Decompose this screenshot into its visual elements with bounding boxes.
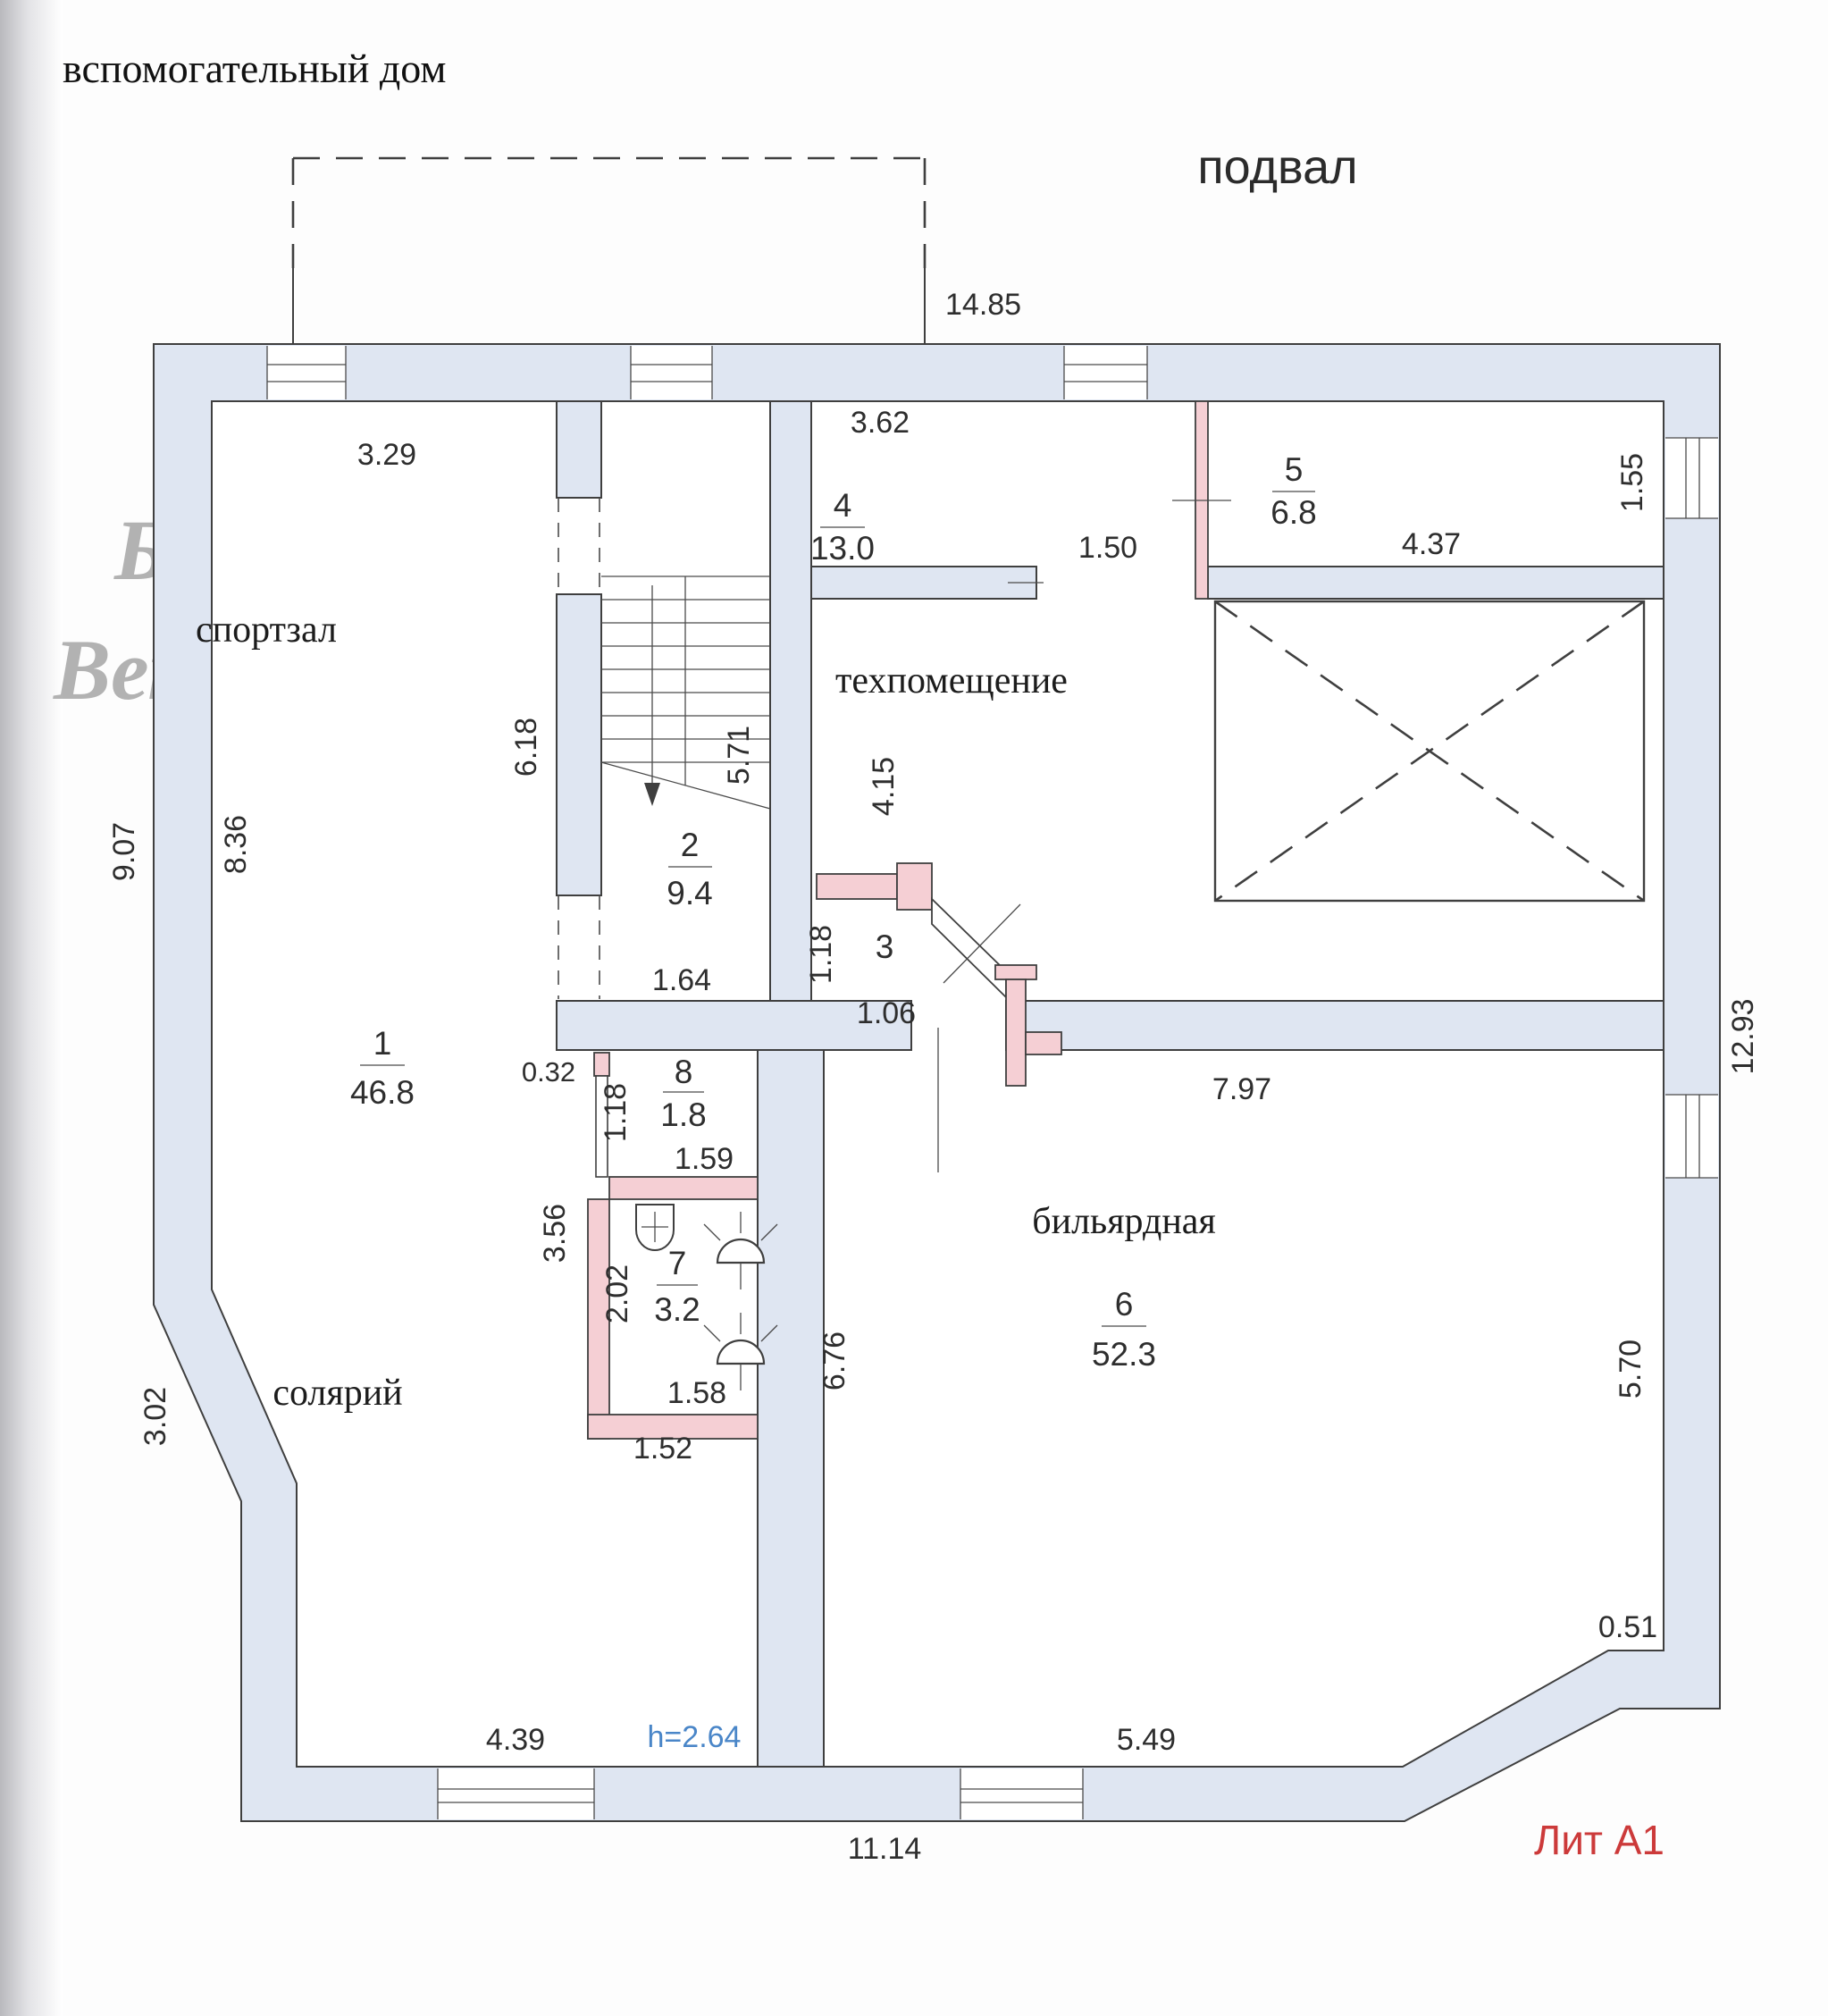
dim-notch: 0.51 [1598, 1610, 1657, 1644]
svg-text:7: 7 [668, 1245, 687, 1281]
dim-left-outer: 9.07 [107, 822, 141, 881]
room7-label: 7 3.2 [654, 1245, 700, 1328]
room-label-tech: техпомещение [835, 660, 1068, 701]
svg-text:2: 2 [681, 827, 700, 863]
room6-label: 6 52.3 [1092, 1286, 1156, 1373]
dim-bottom-outer: 11.14 [848, 1832, 922, 1866]
gym-wall-dashed-opening-1 [558, 498, 600, 594]
window-right-1 [1665, 437, 1718, 519]
window-top-3 [1063, 346, 1148, 399]
vestibule-walls [816, 862, 1062, 1172]
gym-wall-dashed-opening-2 [558, 895, 600, 999]
dim-room7-width: 1.58 [667, 1376, 726, 1410]
unexcavated-box [1213, 600, 1646, 903]
dim-vest-door: 1.06 [857, 996, 916, 1030]
washbasin-icon [635, 1204, 675, 1251]
dim-tech-top: 3.62 [851, 406, 910, 440]
room7-room8-divider [608, 1176, 759, 1200]
window-top-2 [630, 346, 713, 399]
room-label-billiard: бильярдная [1032, 1201, 1216, 1242]
window-right-2 [1665, 1094, 1718, 1179]
svg-text:6: 6 [1115, 1286, 1134, 1323]
gym-right-wall-mid [556, 593, 602, 896]
stair-arrow-head [644, 783, 660, 806]
dim-stair-left: 6.18 [509, 718, 543, 777]
dim-room4-door: 1.50 [1078, 531, 1137, 565]
annex-dashed-outline [291, 156, 927, 344]
room3-label: 3 [876, 928, 894, 965]
room7-bottom-wall [587, 1414, 759, 1440]
corridor-wall-left [556, 1000, 912, 1051]
corridor-wall-right [1005, 1000, 1664, 1051]
page-title: вспомогательный дом [63, 46, 447, 91]
billiard-left-wall [757, 1049, 825, 1768]
liter-label: Лит А1 [1534, 1817, 1664, 1863]
stair-bay-right-wall [769, 400, 812, 1002]
svg-text:6.8: 6.8 [1270, 494, 1316, 531]
dim-billiard-bottom: 5.49 [1117, 1723, 1176, 1757]
dim-billiard-top: 7.97 [1212, 1072, 1271, 1106]
dim-wall-stub: 0.32 [522, 1056, 575, 1088]
dim-billiard-left: 6.76 [818, 1331, 851, 1390]
dim-room8-width: 1.59 [675, 1142, 734, 1176]
room5-label: 5 6.8 [1270, 451, 1316, 531]
dim-annex-top: 14.85 [945, 288, 1021, 322]
shower-head-icon-1 [703, 1212, 778, 1289]
dim-billiard-right: 5.70 [1614, 1340, 1648, 1399]
room7-left-wall [587, 1198, 610, 1440]
svg-text:9.4: 9.4 [667, 875, 712, 911]
room8-left-wall [595, 1075, 608, 1178]
shower-head-icon-2 [703, 1313, 778, 1390]
dim-tech-height: 4.15 [867, 757, 901, 816]
svg-text:13.0: 13.0 [810, 530, 875, 567]
dim-vest-side: 1.18 [804, 925, 838, 984]
dim-gym-top: 3.29 [357, 438, 416, 472]
dim-solarium-bottom: 4.39 [486, 1723, 545, 1757]
floor-label: подвал [1197, 140, 1357, 194]
svg-text:1.8: 1.8 [660, 1096, 706, 1133]
svg-text:5: 5 [1285, 451, 1304, 488]
dim-room7-bottom: 1.52 [633, 1432, 692, 1466]
svg-text:8: 8 [675, 1054, 693, 1090]
dim-room5-width: 4.37 [1402, 527, 1461, 561]
dim-corridor: 1.64 [652, 963, 711, 997]
svg-text:46.8: 46.8 [350, 1074, 415, 1111]
room8-wall-stub [593, 1052, 610, 1077]
room8-label: 8 1.8 [660, 1054, 706, 1133]
dim-room7-side: 3.56 [538, 1204, 572, 1263]
window-bottom-1 [437, 1768, 595, 1819]
dim-room8-side: 1.18 [599, 1083, 633, 1142]
dim-room7-inner: 2.02 [600, 1264, 634, 1323]
room-label-solarium: солярий [273, 1373, 402, 1414]
dim-stair-right: 5.71 [722, 726, 756, 785]
dim-right-outer: 12.93 [1726, 998, 1760, 1074]
svg-text:52.3: 52.3 [1092, 1336, 1156, 1373]
room4-bottom-wall [810, 566, 1037, 600]
room-label-gym: спортзал [196, 609, 337, 651]
dim-room5-side: 1.55 [1615, 453, 1649, 512]
svg-text:1: 1 [373, 1025, 392, 1062]
dim-chamfer-left: 3.02 [138, 1387, 172, 1446]
svg-text:4: 4 [834, 487, 852, 524]
room4-label: 4 13.0 [810, 487, 875, 567]
dim-gym-left: 8.36 [219, 815, 253, 874]
height-note: h=2.64 [648, 1720, 742, 1754]
room2-label: 2 9.4 [667, 827, 712, 911]
window-top-1 [266, 346, 347, 399]
scan-spine-shadow [0, 0, 63, 2016]
window-bottom-2 [960, 1768, 1084, 1819]
room5-bottom-wall [1207, 566, 1664, 600]
svg-text:3.2: 3.2 [654, 1291, 700, 1328]
gym-right-wall-upper [556, 400, 602, 499]
door-leaf [943, 903, 1021, 984]
staircase [600, 575, 771, 810]
room1-label: 1 46.8 [350, 1025, 415, 1111]
